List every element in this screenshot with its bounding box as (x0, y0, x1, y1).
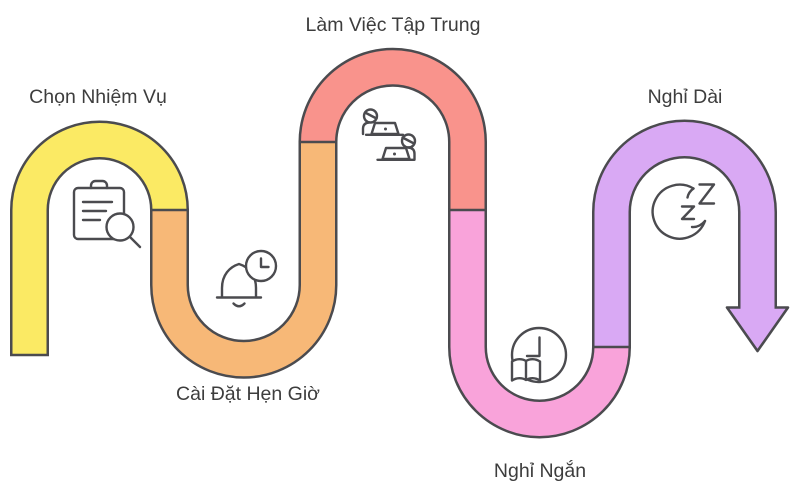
step-label-focused-work: Làm Việc Tập Trung (306, 14, 481, 36)
people-working-icon (361, 108, 417, 162)
arrow-end-icon (725, 306, 790, 353)
clipboard-search-icon (72, 179, 142, 249)
step-label-set-timer: Cài Đặt Hẹn Giờ (176, 383, 320, 405)
step-label-long-break: Nghỉ Dài (648, 86, 723, 108)
step-label-short-break: Nghỉ Ngắn (494, 459, 586, 482)
tube-outline (9, 47, 777, 439)
step-path-long-break (594, 122, 775, 347)
step-path-set-timer (152, 142, 335, 377)
step-path-focused-work (301, 50, 485, 210)
step-label-choose-task: Chọn Nhiệm Vụ (29, 86, 167, 108)
book-clock-icon (510, 326, 568, 384)
step-path-short-break (450, 210, 629, 436)
bell-clock-icon (215, 249, 278, 308)
moon-sleep-icon (651, 183, 716, 240)
step-path-choose-task (12, 123, 187, 355)
